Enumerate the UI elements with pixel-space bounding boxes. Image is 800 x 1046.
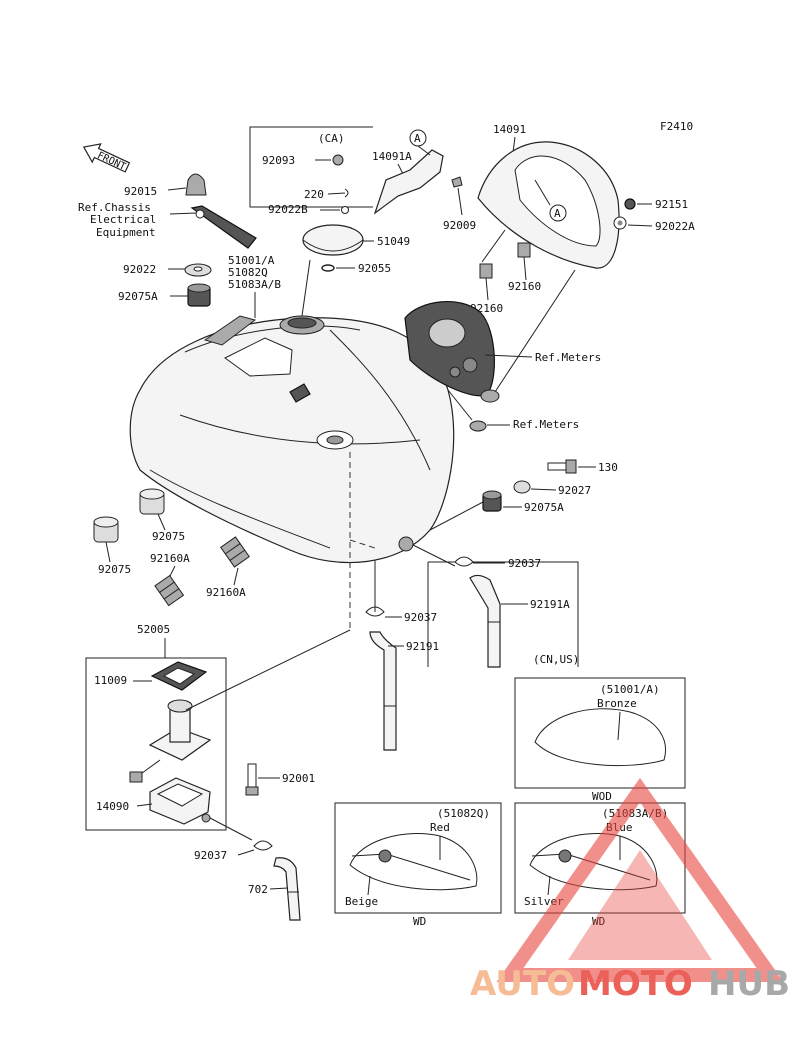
variant-wod-color: Bronze [597,697,637,710]
variant-wd-q-footer: WD [413,915,426,928]
variant-wd-q-code: (51082Q) [437,807,490,820]
clip-220 [344,188,349,198]
variant-wod-code: (51001/A) [600,683,660,696]
damper-92075-b [93,516,119,543]
tank-fitting-side [289,383,311,403]
callout-92191A: 92191A [530,598,570,611]
damper-92075-a [139,488,165,515]
callout-92001: 92001 [282,772,315,785]
callout-92009: 92009 [443,219,476,232]
watermark-moto: MOTO [578,964,693,1004]
nut-92093 [332,154,344,166]
cn-us-box: 92037 92191A (CN,US) [412,544,579,668]
ref-chassis-line1: Ref.Chassis [78,201,151,214]
callout-220: 220 [304,188,324,201]
ref-chassis-line2: Electrical [90,213,156,226]
ref-meters-2: Ref.Meters [513,418,579,431]
ca-box: (CA) 92093 [249,126,373,208]
bracket-14091A [373,149,444,215]
callout-92191: 92191 [406,640,439,653]
callout-14091A: 14091A [372,150,412,163]
variant-wod-footer: WOD [592,790,612,803]
callout-92037-mid: 92037 [404,611,437,624]
watermark-triangle-icon [496,777,784,982]
grommet-92160-a [479,263,493,279]
callout-92160A-a: 92160A [150,552,190,565]
callout-14090: 14090 [96,800,129,813]
grommet-92160A-b [154,574,185,607]
screw-92009 [451,176,463,188]
watermark-logo: AUTO MOTO HUB [470,777,790,1004]
watermark-hub: HUB [708,964,790,1004]
variant-wd-q-color-bottom: Beige [345,895,378,908]
variant-wd-q-color-top: Red [430,821,450,834]
callout-92075-a: 92075 [152,530,185,543]
fuel-tank [129,315,455,564]
callout-92075A-top: 92075A [118,290,158,303]
o-ring-92055 [321,264,335,272]
callout-51082: 51082Q [228,266,268,279]
grommet-92160-b [517,242,531,258]
front-arrow-icon: FRONT [82,143,131,173]
callout-130: 130 [598,461,618,474]
callout-92037-bot: 92037 [194,849,227,862]
callout-702: 702 [248,883,268,896]
ref-meters-1: Ref.Meters [535,351,601,364]
callout-14091: 14091 [493,123,526,136]
callout-92055: 92055 [358,262,391,275]
callout-92160A-b: 92160A [206,586,246,599]
variant-wd-q: (51082Q) Red Beige WD [334,802,502,928]
bolt-92001 [245,763,259,796]
bolt-130 [547,459,577,474]
hose-92191 [369,631,397,751]
callout-92075A-right: 92075A [524,501,564,514]
callout-92075-b: 92075 [98,563,131,576]
pump-box [85,657,227,831]
callout-51083: 51083A/B [228,278,281,291]
callout-92027: 92027 [558,484,591,497]
collar-92027 [513,480,531,494]
callout-11009: 11009 [94,674,127,687]
meter-assembly [404,300,500,403]
cap-nut-92015 [185,173,207,196]
callout-92037-right: 92037 [508,557,541,570]
ref-chassis-line3: Equipment [96,226,156,239]
hose-702 [273,857,301,921]
callout-92022B: 92022B [268,203,308,216]
clamp-92037-right [454,556,474,567]
cn-us-label: (CN,US) [533,653,579,666]
callout-52005: 52005 [137,623,170,636]
callout-51049: 51049 [377,235,410,248]
svg-text:A: A [554,207,561,220]
callout-92015: 92015 [124,185,157,198]
tank-recess [224,337,293,377]
clamp-92037-bot [253,840,273,851]
figure-id: F2410 [660,120,693,133]
svg-text:FRONT: FRONT [95,150,127,173]
bolt-92151 [624,198,636,210]
marker-a-cover [549,204,567,222]
tank-bracket-front [203,315,257,346]
callout-92093: 92093 [262,154,295,167]
tank-outlet [398,536,414,552]
washer-92022B [341,206,349,214]
hose-92191A [469,574,501,668]
callout-92160-b: 92160 [508,280,541,293]
watermark-auto: AUTO [470,964,575,1004]
fuel-pump [129,699,212,783]
callout-92022: 92022 [123,263,156,276]
svg-text:A: A [414,132,421,145]
callout-92022A: 92022A [655,220,695,233]
variant-wod: (51001/A) Bronze WOD [514,677,686,803]
ca-box-title: (CA) [318,132,345,145]
meter-grommet [469,420,487,432]
callout-92151: 92151 [655,198,688,211]
callout-51001: 51001/A [228,254,275,267]
variant-wd-ab-footer: WD [592,915,605,928]
strap [190,205,257,249]
grommet-92160A-a [220,536,250,568]
